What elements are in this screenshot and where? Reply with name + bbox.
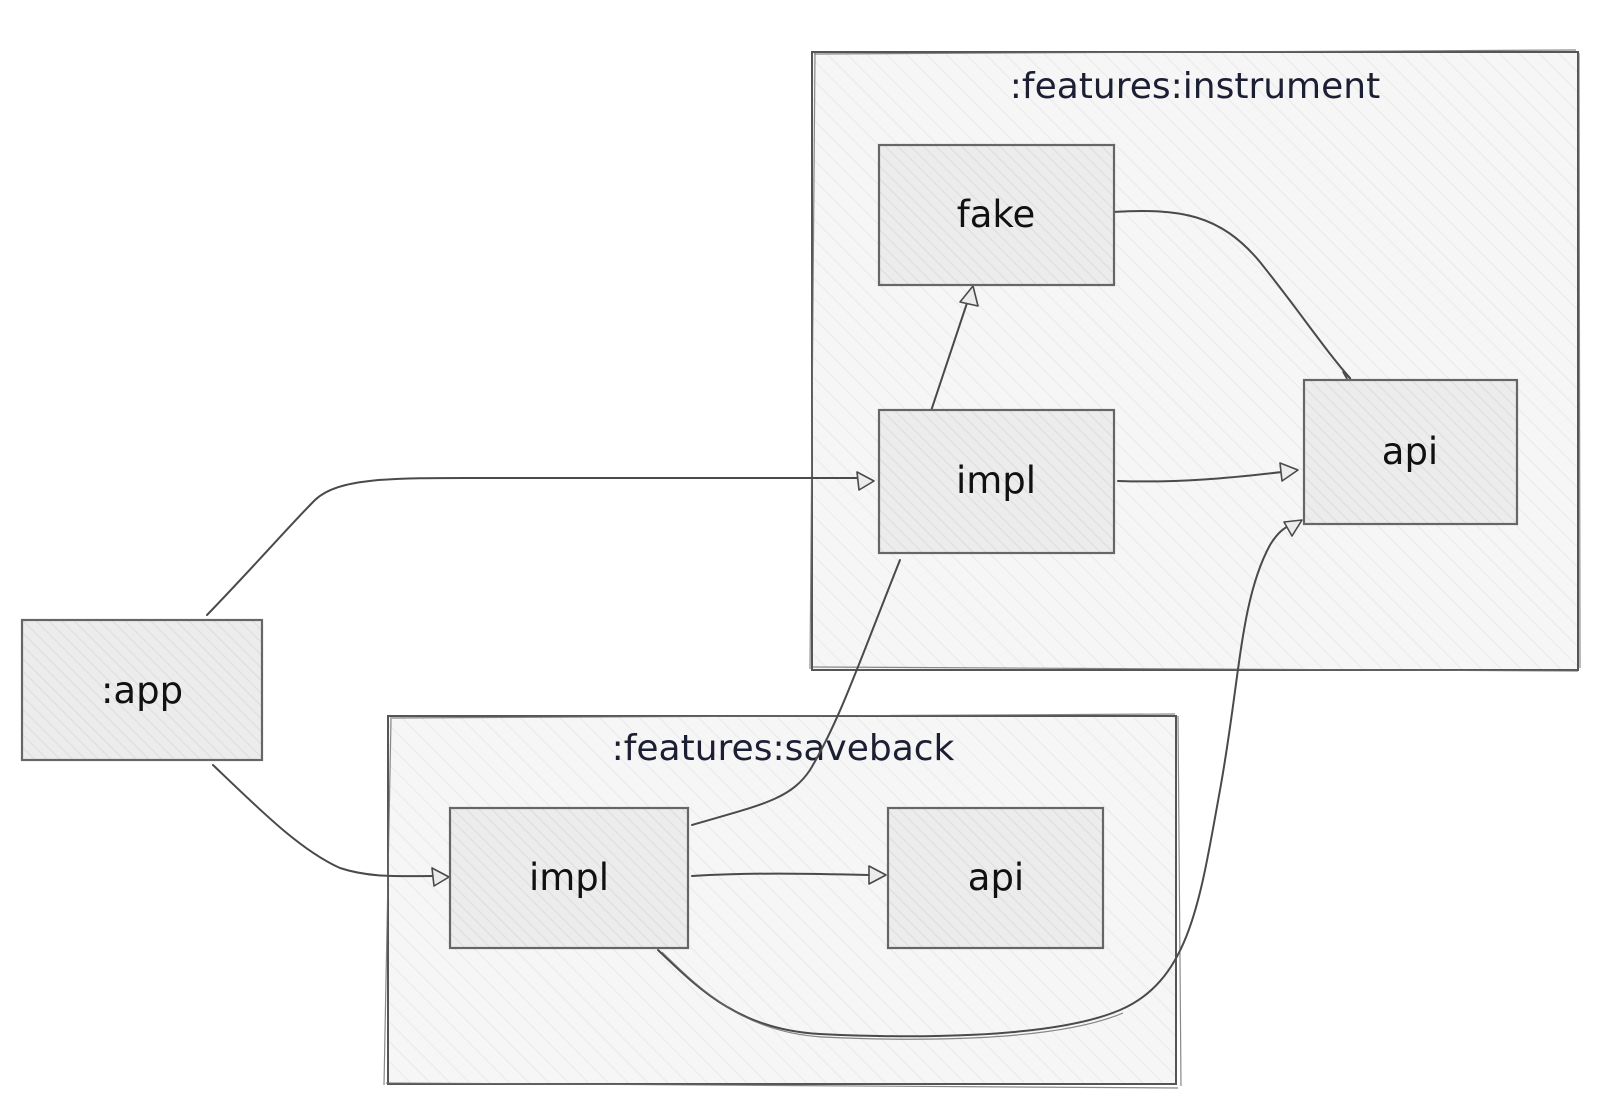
cluster-instrument: :features:instrument xyxy=(809,49,1581,672)
node-saveback-api-label: api xyxy=(968,856,1024,899)
cluster-instrument-title: :features:instrument xyxy=(1010,66,1380,107)
node-saveback-impl-box xyxy=(448,806,690,950)
arrowhead-instrument-impl-to-fake xyxy=(959,285,979,307)
arrowhead-app-to-saveback-impl xyxy=(431,867,450,887)
node-instrument-fake[interactable]: fake xyxy=(877,143,1116,287)
edge-app-to-instrument-impl xyxy=(206,476,859,616)
node-instrument-fake-label: fake xyxy=(957,193,1036,236)
node-instrument-fake-box xyxy=(877,143,1116,287)
node-saveback-impl-label: impl xyxy=(529,856,609,899)
node-instrument-api[interactable]: api xyxy=(1302,378,1519,526)
cluster-saveback-title: :features:saveback xyxy=(612,728,955,769)
edge-app-to-saveback-impl xyxy=(212,764,436,878)
node-instrument-impl-box xyxy=(877,408,1116,555)
node-instrument-impl-label: impl xyxy=(956,459,1036,502)
arrowhead-saveback-impl-to-api xyxy=(868,865,887,885)
arrowhead-instrument-impl-to-api xyxy=(1279,462,1299,482)
edge-fake-to-instrument-api xyxy=(1111,209,1351,379)
cluster-instrument-sketch xyxy=(809,49,1581,672)
edge-saveback-impl-to-instrument-impl xyxy=(691,559,901,826)
cluster-saveback-sketch xyxy=(383,713,1182,1089)
edge-instrument-impl-to-api xyxy=(1117,471,1283,483)
node-saveback-api-box xyxy=(886,806,1105,950)
node-saveback-impl[interactable]: impl xyxy=(448,806,690,950)
node-app-label: :app xyxy=(101,669,183,712)
edge-saveback-impl-to-instrument-api xyxy=(657,523,1293,1038)
arrowhead-saveback-impl-to-instrument-api xyxy=(1283,519,1303,537)
node-app[interactable]: :app xyxy=(20,618,264,762)
edge-saveback-impl-to-api xyxy=(691,872,871,877)
edge-instrument-impl-to-fake xyxy=(929,299,969,415)
arrowhead-app-to-instrument-impl xyxy=(856,471,875,491)
node-saveback-api[interactable]: api xyxy=(886,806,1105,950)
node-instrument-impl[interactable]: impl xyxy=(877,408,1116,555)
node-app-box xyxy=(20,618,264,762)
edge-saveback-impl-to-instrument-api-sketch xyxy=(661,951,1124,1040)
node-instrument-api-box xyxy=(1302,378,1519,526)
edges xyxy=(206,209,1361,1040)
node-instrument-api-label: api xyxy=(1382,430,1438,473)
